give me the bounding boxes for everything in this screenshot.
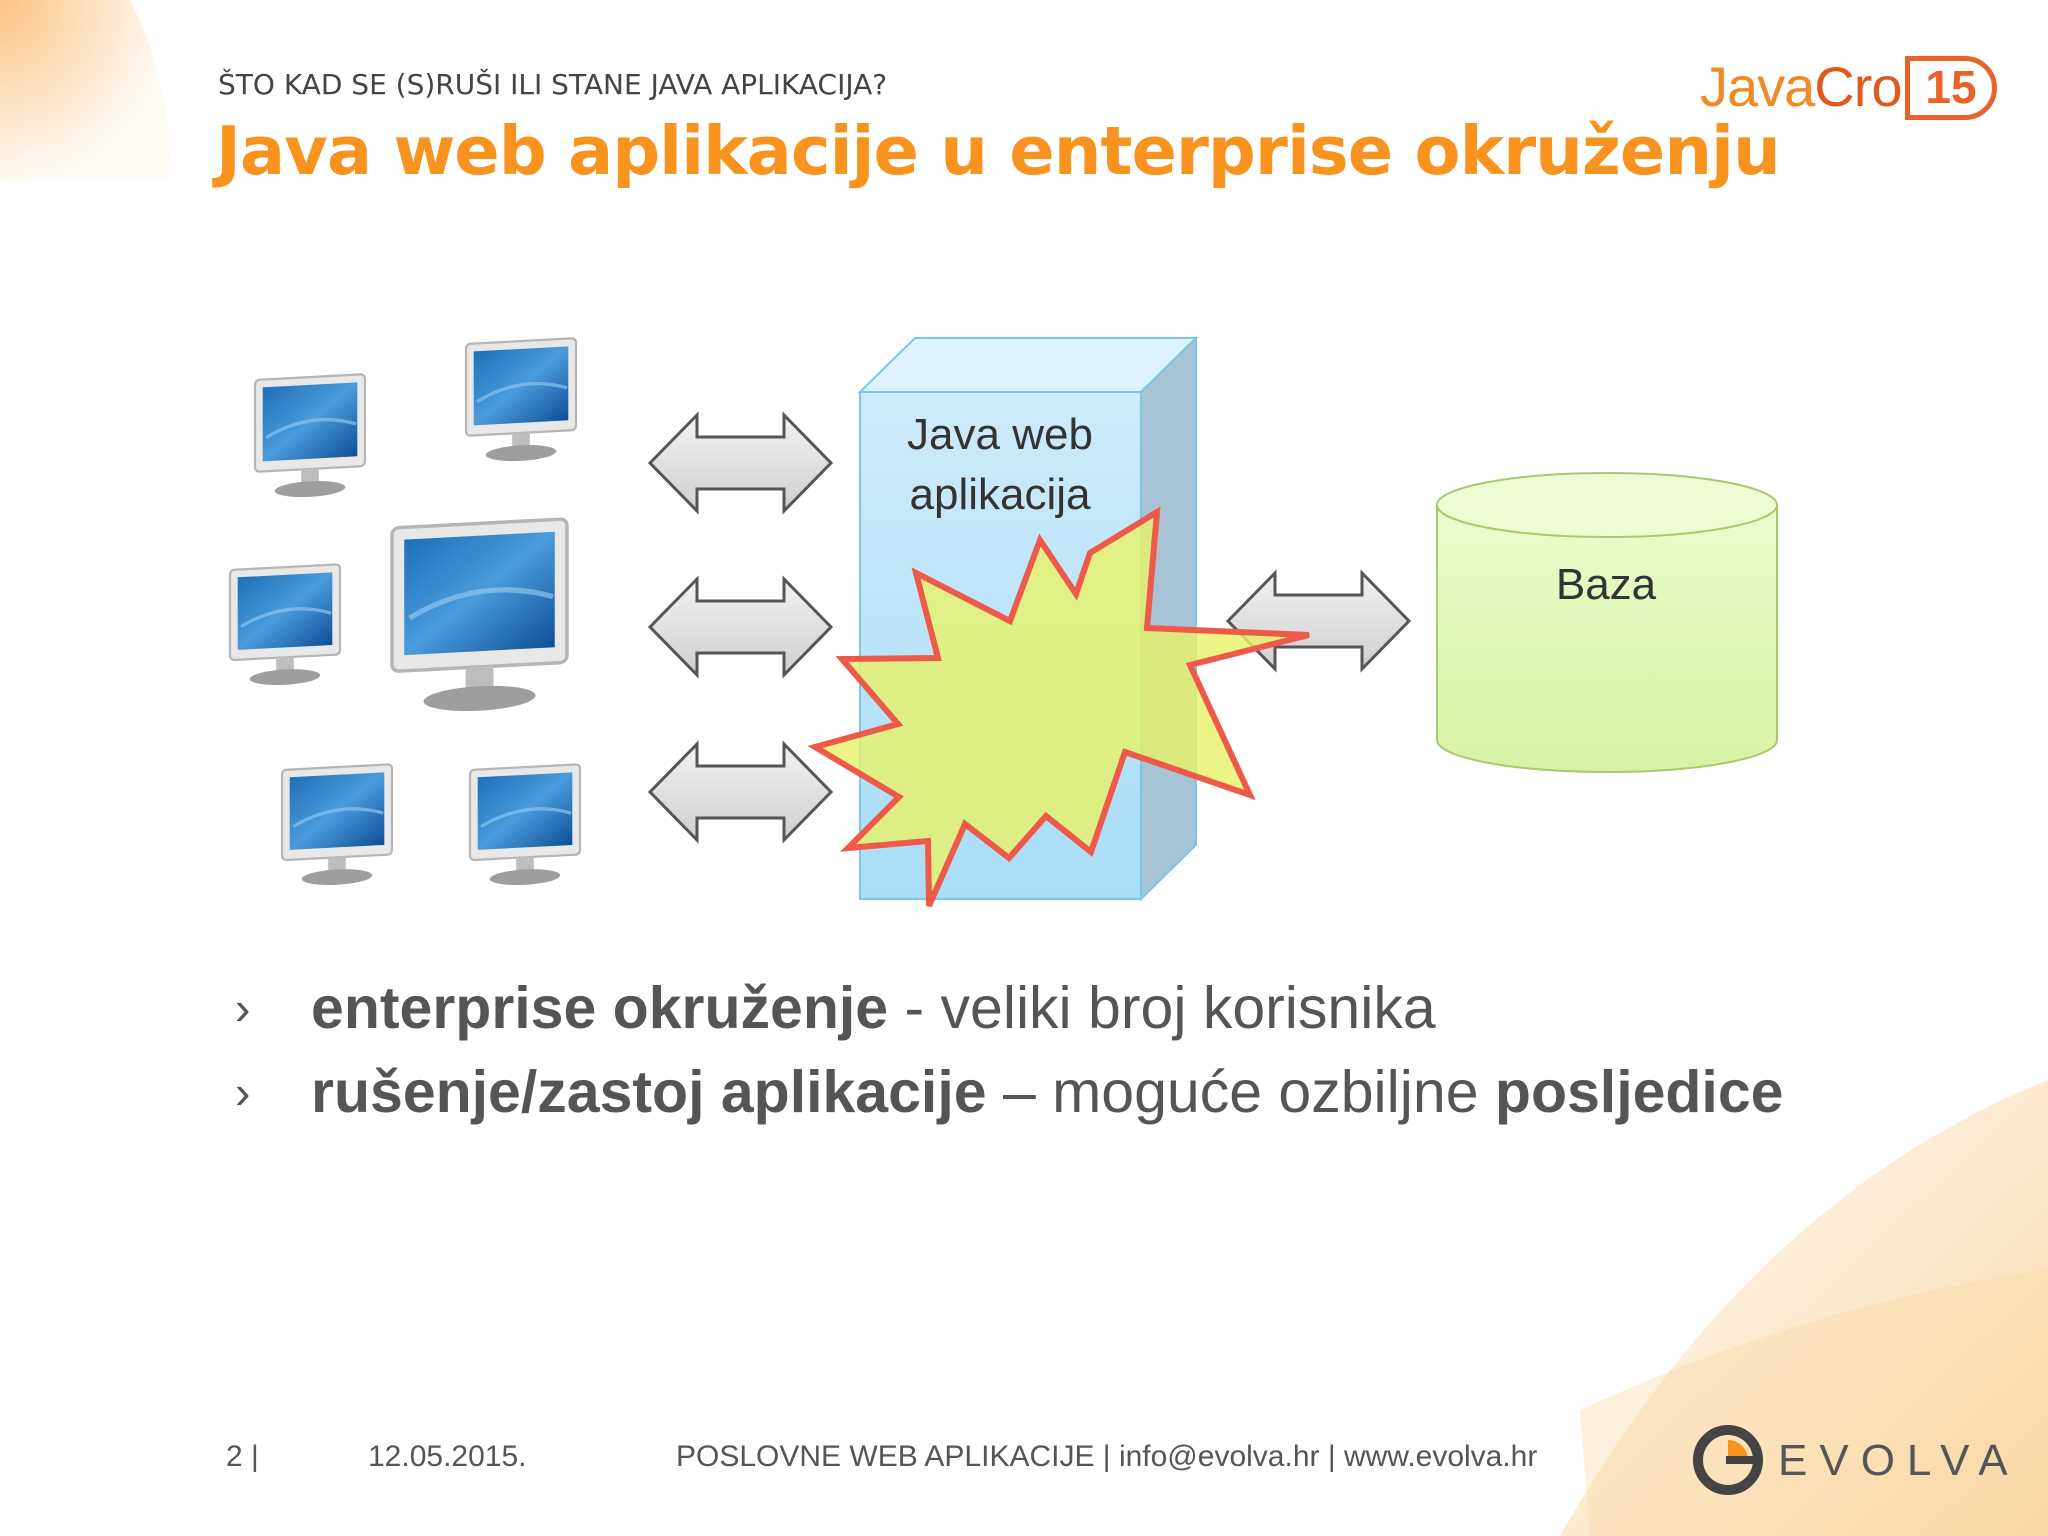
bullet-list: › enterprise okruženje - veliki broj kor… bbox=[235, 966, 1783, 1134]
client-monitor-5 bbox=[280, 762, 394, 890]
bullet-bold-text: enterprise okruženje bbox=[311, 975, 889, 1041]
double-arrow-icon bbox=[647, 411, 834, 515]
bullet-item: › enterprise okruženje - veliki broj kor… bbox=[235, 966, 1783, 1050]
server-label-line1: Java web bbox=[907, 410, 1093, 459]
bullet-marker: › bbox=[235, 982, 251, 1034]
client-monitor-3 bbox=[228, 562, 342, 690]
double-arrow-icon bbox=[647, 740, 834, 844]
double-arrow-icon bbox=[1225, 569, 1412, 673]
client-monitor-4 bbox=[392, 519, 567, 715]
client-monitor-6 bbox=[468, 762, 582, 890]
javacro-logo: JavaCro 15 bbox=[1700, 50, 2000, 130]
corner-swoosh-bottom-right bbox=[1560, 1080, 2048, 1536]
bullet-bold-text: rušenje/zastoj aplikacije bbox=[311, 1059, 987, 1125]
javacro-cro-text: Cro bbox=[1814, 55, 1902, 118]
evolva-logo-text: EVOLVA bbox=[1778, 1436, 2020, 1485]
javacro-java-text: Java bbox=[1700, 55, 1815, 118]
bullet-marker: › bbox=[235, 1066, 251, 1118]
bullet-text: – moguće ozbiljne bbox=[986, 1059, 1495, 1125]
double-arrow-icon bbox=[647, 575, 834, 679]
server-label-line2: aplikacija bbox=[909, 470, 1091, 519]
client-monitor-2 bbox=[464, 336, 578, 466]
client-monitor-1 bbox=[253, 372, 367, 502]
javacro-year-badge: 15 bbox=[1905, 56, 1997, 120]
bullet-item: › rušenje/zastoj aplikacije – moguće ozb… bbox=[235, 1050, 1783, 1134]
footer-date: 12.05.2015. bbox=[368, 1440, 527, 1473]
explosion-icon bbox=[807, 506, 1310, 908]
database-label: Baza bbox=[1555, 560, 1657, 609]
server-label: Java web aplikacija bbox=[870, 405, 1130, 525]
footer-info: POSLOVNE WEB APLIKACIJE | info@evolva.hr… bbox=[676, 1440, 1538, 1473]
slide-subtitle: ŠTO KAD SE (S)RUŠI ILI STANE JAVA APLIKA… bbox=[218, 68, 888, 101]
database-cylinder bbox=[1436, 472, 1778, 773]
bullet-bold-text-end: posljedice bbox=[1494, 1059, 1784, 1125]
evolva-logo-icon bbox=[1693, 1425, 1763, 1495]
evolva-logo: EVOLVA bbox=[1690, 1420, 2010, 1500]
bullet-text: - veliki broj korisnika bbox=[888, 975, 1436, 1041]
slide-title: Java web aplikacije u enterprise okružen… bbox=[216, 112, 1781, 190]
page-number: 2 | bbox=[226, 1440, 259, 1473]
corner-swoosh-top-left bbox=[0, 0, 169, 180]
